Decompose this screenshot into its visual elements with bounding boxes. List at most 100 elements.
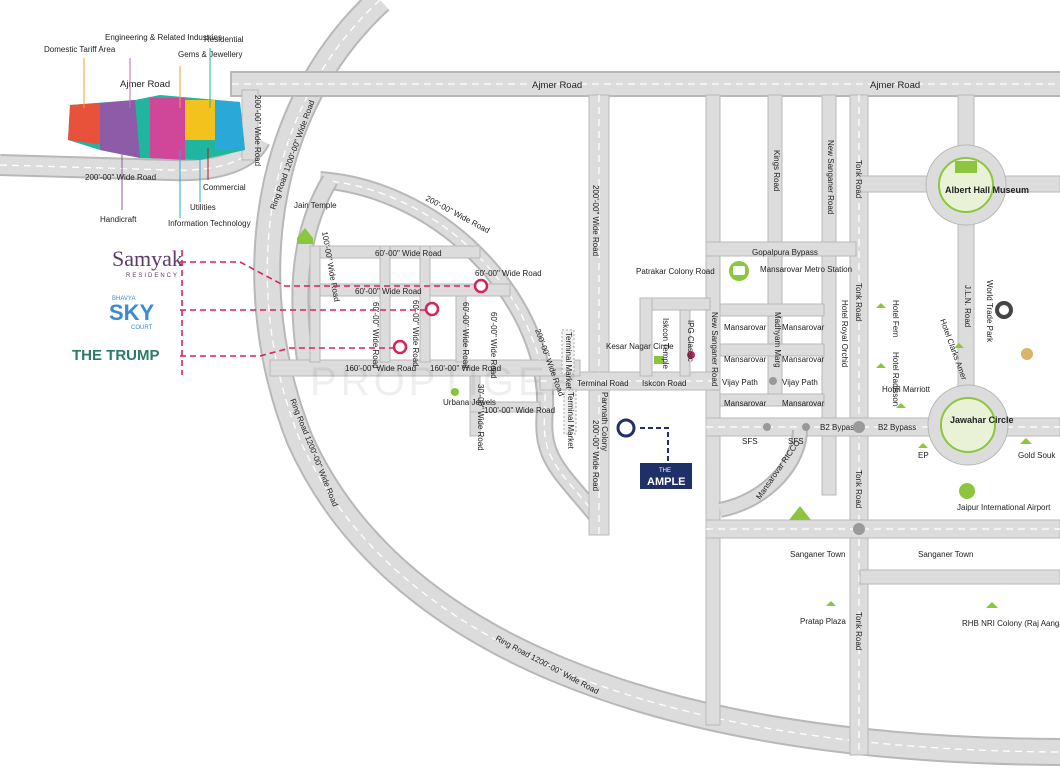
world-trade-park: World Trade Park bbox=[985, 280, 1013, 343]
new-sanganer-label-1: New Sanganer Road bbox=[826, 140, 835, 214]
iskcon-road-label: Iskcon Road bbox=[642, 379, 686, 388]
legend-domestic: Domestic Tariff Area bbox=[44, 45, 116, 54]
new-sanganer-label-2: New Sanganer Road bbox=[710, 312, 719, 386]
samyak-logo: Samyak RESIDENCY bbox=[112, 246, 183, 279]
mansarovar-blocks: Mansarovar Mansarovar Mansarovar Mansaro… bbox=[724, 323, 825, 408]
landmark-dot-icon bbox=[1021, 348, 1033, 360]
legend-utilities: Utilities bbox=[190, 203, 216, 212]
svg-text:Jawahar Circle: Jawahar Circle bbox=[950, 415, 1014, 425]
wide-30-label: 30'-00" Wide Road bbox=[476, 384, 485, 451]
mansarovar-label: Mansarovar bbox=[782, 399, 825, 408]
svg-text:World Trade Park: World Trade Park bbox=[985, 280, 994, 343]
wide-60-v4-label: 60'-00" Wide Road bbox=[489, 312, 498, 379]
legend-engineering: Engineering & Related Industries bbox=[105, 33, 222, 42]
sfs-label-2: SFS bbox=[788, 437, 804, 446]
svg-text:Jain Temple: Jain Temple bbox=[294, 201, 337, 210]
albert-hall-museum: Albert Hall Museum bbox=[945, 161, 1029, 195]
urbana-jewels: Urbana Jewels bbox=[443, 388, 496, 407]
sez-legend: Domestic Tariff Area Engineering & Relat… bbox=[44, 33, 251, 228]
svg-text:AMPLE: AMPLE bbox=[647, 476, 686, 488]
airport: Jaipur International Airport bbox=[957, 483, 1051, 512]
svg-text:Iskcon Temple: Iskcon Temple bbox=[661, 318, 670, 370]
pratap-plaza: Pratap Plaza bbox=[800, 601, 846, 626]
ep: EP bbox=[918, 443, 929, 460]
svg-text:Mansarovar Metro Station: Mansarovar Metro Station bbox=[760, 265, 852, 274]
svg-text:Gold Souk: Gold Souk bbox=[1018, 451, 1056, 460]
tonk-road-label-3: Tonk Road bbox=[854, 470, 863, 508]
svg-text:Jaipur International Airport: Jaipur International Airport bbox=[957, 503, 1051, 512]
mansarovar-label: Mansarovar bbox=[782, 355, 825, 364]
jain-temple: Jain Temple bbox=[294, 201, 337, 244]
junction-markers bbox=[763, 377, 865, 535]
hotel-marriott: Hotel Marriott bbox=[882, 385, 931, 408]
svg-text:Albert Hall Museum: Albert Hall Museum bbox=[945, 185, 1029, 195]
ajmer-road bbox=[230, 71, 1060, 97]
mansarovar-label: Mansarovar bbox=[724, 355, 767, 364]
albert-hall-circle bbox=[925, 144, 1007, 226]
svg-text:BHAVYA: BHAVYA bbox=[112, 296, 135, 302]
svg-text:Hotel Fern: Hotel Fern bbox=[891, 300, 900, 337]
terminal-market-label-2: Terminal Market bbox=[566, 392, 575, 450]
sky-court-marker bbox=[424, 301, 440, 317]
wide-60-v1-label: 60'-00" Wide Road bbox=[371, 302, 380, 369]
wide-100-bottom-label: 100'-00" Wide Road bbox=[484, 406, 555, 415]
svg-text:THE: THE bbox=[659, 468, 671, 474]
sfs-label-1: SFS bbox=[742, 437, 758, 446]
legend-residential: Residential bbox=[204, 35, 244, 44]
kesar-nagar-circle: Kesar Nagar Circle bbox=[606, 342, 674, 351]
hotel-royal-orchid: Hotel Royal Orchid bbox=[840, 300, 849, 367]
svg-text:Hotel Marriott: Hotel Marriott bbox=[882, 385, 931, 394]
vertical-200-small-label: 200'-00" Wide Road bbox=[253, 95, 262, 166]
svg-text:Urbana Jewels: Urbana Jewels bbox=[443, 398, 496, 407]
left-wide-road-label: 200'-00" Wide Road bbox=[85, 173, 156, 182]
wide-60-mid-label: 60'-00" Wide Road bbox=[355, 287, 422, 296]
parvnath-colony-label: Parvnath Colony bbox=[600, 392, 609, 451]
patrakar-colony-label: Patrakar Colony Road bbox=[636, 267, 715, 276]
samyak-marker bbox=[473, 278, 489, 294]
legend-it: Information Technology bbox=[168, 219, 251, 228]
mansarovar-metro: Mansarovar Metro Station bbox=[729, 261, 852, 281]
the-ample-marker: THE AMPLE bbox=[616, 418, 692, 489]
mansarovar-label: Mansarovar bbox=[782, 323, 825, 332]
tonk-road-label-2: Tonk Road bbox=[854, 283, 863, 321]
rhb-nri-colony: RHB NRI Colony (Raj Aangan) bbox=[962, 602, 1060, 628]
svg-text:IPG Classic: IPG Classic bbox=[686, 320, 695, 362]
kings-road-label: Kings Road bbox=[772, 150, 781, 191]
svg-text:EP: EP bbox=[918, 451, 929, 460]
mansarovar-label: Mansarovar bbox=[724, 323, 767, 332]
ajmer-road-label-3: Ajmer Road bbox=[870, 80, 920, 91]
sanganer-town-label-1: Sanganer Town bbox=[790, 550, 845, 559]
tonk-road-label-1: Tonk Road bbox=[854, 160, 863, 198]
trump-marker bbox=[392, 339, 408, 355]
vertical-200-label: 200'-00" Wide Road bbox=[591, 185, 600, 256]
gold-souk: Gold Souk bbox=[1018, 438, 1056, 460]
park-icon bbox=[789, 506, 811, 520]
sky-court-logo: BHAVYA SKY COURT bbox=[109, 296, 155, 331]
jawahar-circle bbox=[927, 384, 1009, 466]
svg-text:RESIDENCY: RESIDENCY bbox=[126, 273, 179, 279]
ajmer-road-label-1: Ajmer Road bbox=[120, 79, 170, 90]
svg-text:RHB NRI Colony (Raj Aangan): RHB NRI Colony (Raj Aangan) bbox=[962, 619, 1060, 628]
jawahar-circle-label: Jawahar Circle bbox=[950, 415, 1014, 425]
ring-road bbox=[253, 0, 1060, 766]
wide-60-small-label: 60'-00" Wide Road bbox=[475, 269, 542, 278]
wide-160-label-b: 160'-00" Wide Road bbox=[430, 364, 501, 373]
svg-text:SKY: SKY bbox=[109, 300, 155, 325]
left-wide-road bbox=[0, 89, 270, 182]
tonk-road-label-4: Tonk Road bbox=[854, 612, 863, 650]
b2-bypass-label-2: B2 Bypass bbox=[878, 423, 916, 432]
vijay-path-label-2: Vijay Path bbox=[782, 378, 818, 387]
svg-text:Samyak: Samyak bbox=[112, 246, 183, 271]
svg-text:COURT: COURT bbox=[131, 325, 153, 331]
vijay-path-label-1: Vijay Path bbox=[722, 378, 758, 387]
hotel-fern: Hotel Fern bbox=[876, 300, 900, 337]
terminal-market-label-1: Terminal Market bbox=[564, 332, 573, 390]
svg-text:Pratap Plaza: Pratap Plaza bbox=[800, 617, 846, 626]
trump-logo: THE TRUMP bbox=[72, 347, 160, 364]
terminal-road-label: Terminal Road bbox=[577, 379, 629, 388]
legend-handicraft: Handicraft bbox=[100, 215, 137, 224]
hotel-radisson: Hotel Radisson bbox=[876, 352, 900, 406]
ajmer-road-label-2: Ajmer Road bbox=[532, 80, 582, 91]
wide-160-label-a: 160'-00" Wide Road bbox=[345, 364, 416, 373]
